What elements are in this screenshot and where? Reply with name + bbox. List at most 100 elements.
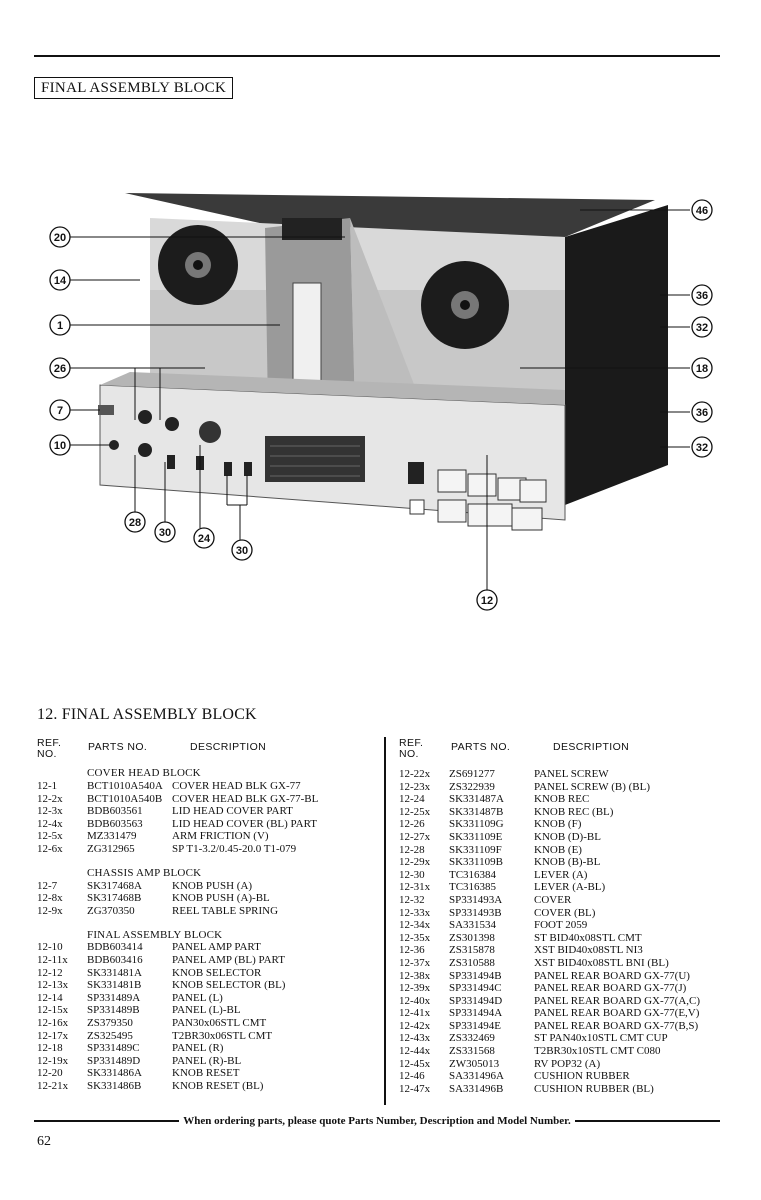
table-row: 12-42x SP331494E PANEL REAR BOARD GX-77(B,…: [399, 1020, 719, 1033]
description: XST BID40x08STL BNI (BL): [534, 956, 669, 969]
parts-no: SP331494B: [449, 969, 502, 982]
group-heading: CHASSIS AMP BLOCK: [87, 866, 202, 879]
parts-no: TC316385: [449, 881, 497, 894]
callout-36-upper: 36: [696, 290, 708, 302]
ref-no: 12-21x: [37, 1079, 69, 1092]
callout-10: 10: [54, 440, 66, 452]
description: PANEL REAR BOARD GX-77(B,S): [534, 1019, 699, 1032]
description: PANEL (R): [172, 1042, 224, 1055]
ref-no: 12-42x: [399, 1019, 431, 1032]
ref-no: 12-6x: [37, 842, 63, 855]
ref-no: 12-14: [37, 991, 63, 1004]
parts-no: SA331496B: [449, 1082, 504, 1095]
parts-no: BDB603561: [87, 805, 143, 818]
ref-no: 12-44x: [399, 1045, 431, 1058]
block-title: FINAL ASSEMBLY BLOCK: [34, 77, 234, 99]
description: KNOB PUSH (A): [172, 879, 253, 892]
parts-no: SA331534: [449, 919, 497, 932]
description: KNOB REC (BL): [534, 805, 614, 818]
knob: [165, 417, 179, 431]
description-header-right: DESCRIPTION: [553, 741, 630, 753]
ref-no: 12-2x: [37, 792, 63, 805]
ref-no: 12-1: [37, 780, 58, 792]
parts-no-header-right: PARTS NO.: [451, 741, 511, 753]
parts-no: SP331489A: [87, 991, 141, 1004]
parts-no: BDB603414: [87, 941, 143, 954]
description: PANEL REAR BOARD GX-77(J): [534, 982, 687, 995]
parts-no: ZS691277: [449, 768, 495, 780]
ref-no: 12-29x: [399, 856, 431, 869]
parts-no: SK331486A: [87, 1067, 143, 1080]
ref-no: 12-20: [37, 1067, 63, 1080]
ref-no: 12-36: [399, 944, 425, 957]
lever: [244, 462, 252, 476]
right-reel: [421, 261, 509, 349]
parts-no: ZW305013: [449, 1057, 500, 1070]
parts-no: BDB603416: [87, 953, 143, 966]
ref-header-left: REF.NO.: [37, 737, 62, 760]
description-header-left: DESCRIPTION: [190, 741, 267, 753]
description: PANEL SCREW (B) (BL): [534, 780, 651, 793]
parts-no: SP331489B: [87, 1004, 140, 1017]
description: PANEL AMP PART: [172, 941, 261, 954]
description: COVER HEAD BLK GX-77: [172, 780, 301, 792]
description: COVER HEAD BLK GX-77-BL: [172, 792, 319, 805]
parts-no: SA331496A: [449, 1070, 505, 1083]
parts-no: SP331493A: [449, 893, 503, 906]
description: LEVER (A-BL): [534, 881, 606, 894]
description: ARM FRICTION (V): [172, 830, 269, 843]
ref-no: 12-41x: [399, 1007, 431, 1020]
ref-no: 12-26: [399, 818, 425, 831]
parts-no-header-left: PARTS NO.: [88, 741, 148, 753]
description: SP T1-3.2/0.45-20.0 T1-079: [172, 842, 297, 855]
ref-no: 12-35x: [399, 931, 431, 944]
ref-no: 12-38x: [399, 969, 431, 982]
description: T2BR30x10STL CMT C080: [534, 1045, 661, 1058]
description: COVER: [534, 893, 572, 906]
parts-no: SP331489D: [87, 1054, 141, 1067]
description: PANEL REAR BOARD GX-77(A,C): [534, 994, 701, 1007]
description: LEVER (A): [534, 868, 588, 881]
transport-buttons: [437, 469, 547, 531]
callout-28: 28: [129, 517, 141, 529]
ref-no: 12-18: [37, 1042, 63, 1055]
parts-no: SP331494A: [449, 1007, 503, 1020]
switch: [98, 405, 114, 415]
knob: [138, 410, 152, 424]
parts-no: ZS301398: [449, 931, 495, 944]
parts-no: SK331481B: [87, 979, 142, 992]
ref-no: 12-22x: [399, 768, 431, 780]
parts-no: SP331494E: [449, 1019, 501, 1032]
parts-no: ZS325495: [87, 1029, 133, 1042]
description: ST BID40x08STL CMT: [534, 931, 642, 944]
parts-no: SP331494C: [449, 982, 502, 995]
